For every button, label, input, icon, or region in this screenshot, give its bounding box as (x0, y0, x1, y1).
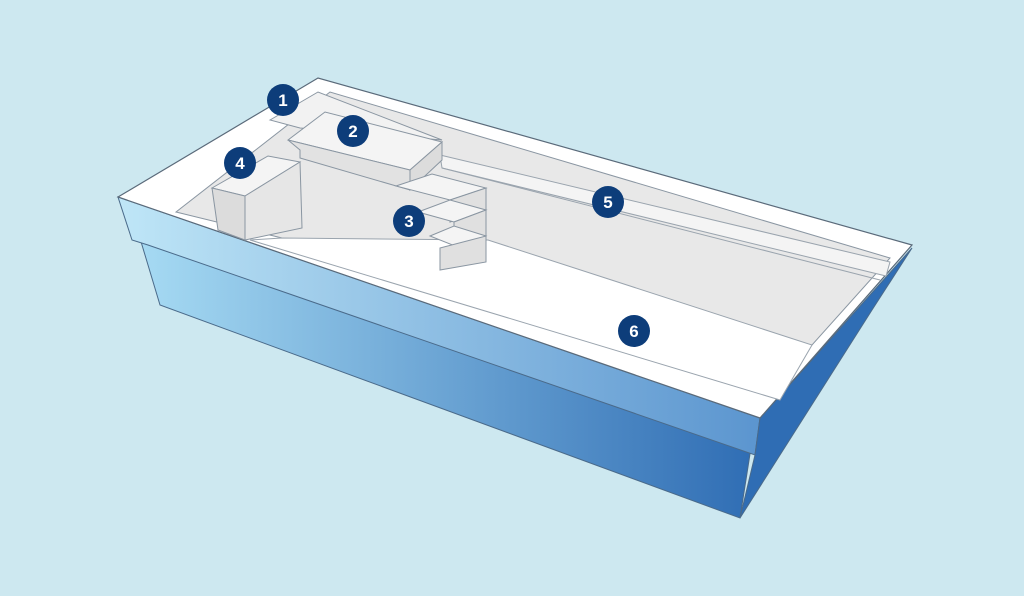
marker-4: 4 (224, 147, 256, 179)
marker-2-label: 2 (348, 122, 357, 141)
marker-6: 6 (618, 315, 650, 347)
bench-ledge (439, 154, 891, 277)
marker-6-circle (618, 315, 650, 347)
marker-5: 5 (592, 186, 624, 218)
pool-shell-end (739, 247, 913, 519)
marker-5-label: 5 (603, 193, 612, 212)
marker-1: 1 (267, 84, 299, 116)
marker-3-circle (393, 205, 425, 237)
corner-step-face (287, 139, 411, 191)
marker-3: 3 (393, 205, 425, 237)
marker-1-label: 1 (278, 91, 287, 110)
marker-5-circle (592, 186, 624, 218)
marker-2-circle (337, 115, 369, 147)
marker-3-label: 3 (404, 212, 413, 231)
marker-4-label: 4 (235, 154, 245, 173)
marker-2: 2 (337, 115, 369, 147)
marker-4-circle (224, 147, 256, 179)
bench-edge-line (441, 167, 881, 281)
seat-block-left (211, 187, 246, 241)
marker-6-label: 6 (629, 322, 638, 341)
marker-1-circle (267, 84, 299, 116)
stairs-base (439, 235, 487, 271)
